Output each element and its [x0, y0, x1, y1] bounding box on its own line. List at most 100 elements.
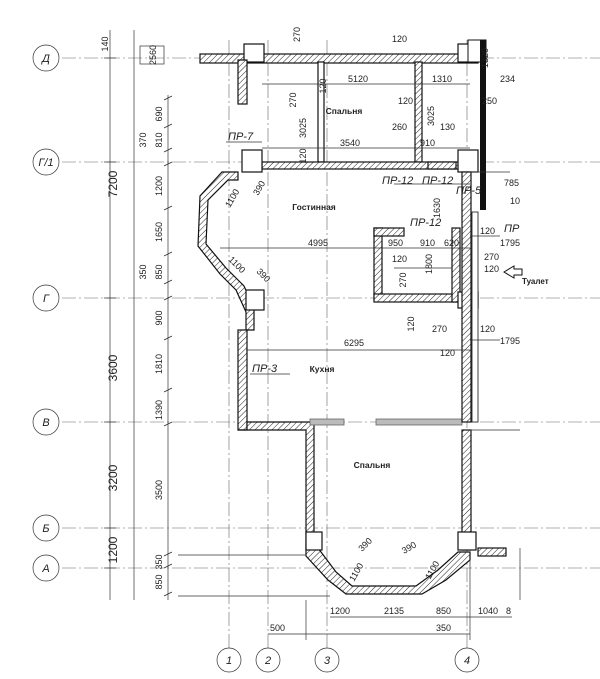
axis-bubble-V	[32, 408, 60, 436]
svg-text:6295: 6295	[344, 338, 364, 348]
room-bedroom-bottom: Спальня	[354, 460, 391, 470]
svg-text:950: 950	[388, 238, 403, 248]
svg-text:910: 910	[420, 138, 435, 148]
mark-pr3: ПР-3	[252, 363, 278, 375]
svg-text:850: 850	[154, 574, 164, 589]
svg-text:350: 350	[436, 623, 451, 633]
svg-text:1650: 1650	[154, 222, 164, 242]
mark-pr7: ПР-7	[228, 131, 254, 143]
axis-bubble-G	[32, 284, 60, 312]
axis-label-3: 3	[324, 655, 331, 667]
toilet-arrow-icon	[503, 265, 523, 279]
axis-bubble-B	[32, 514, 60, 542]
svg-text:350: 350	[154, 554, 164, 569]
svg-text:370: 370	[138, 132, 148, 147]
svg-text:8: 8	[506, 606, 511, 616]
axis-label-G1: Г/1	[38, 157, 53, 169]
opening-marks: ПР-7 ПР-12 ПР-12 ПР-5 ПР-12 ПР ПР-3	[226, 131, 520, 375]
axis-bubble-G1	[32, 148, 60, 176]
dim-3200: 3200	[106, 464, 120, 491]
svg-text:270: 270	[292, 27, 302, 42]
svg-text:690: 690	[154, 106, 164, 121]
svg-text:1040: 1040	[478, 606, 498, 616]
svg-text:350: 350	[138, 264, 148, 279]
svg-text:390: 390	[400, 540, 418, 556]
svg-text:1630: 1630	[432, 198, 442, 218]
dim-7200: 7200	[106, 170, 120, 197]
axis-label-2: 2	[264, 655, 271, 667]
axis-bubble-1	[216, 647, 242, 673]
svg-text:3540: 3540	[340, 138, 360, 148]
axis-label-D: Д	[40, 53, 50, 65]
room-labels: Спальня Гостинная Кухня Спальня Туалет	[292, 106, 548, 470]
svg-text:270: 270	[398, 272, 408, 287]
svg-text:120: 120	[298, 148, 308, 163]
svg-text:270: 270	[288, 92, 298, 107]
svg-text:390: 390	[255, 266, 273, 284]
svg-text:1795: 1795	[500, 238, 520, 248]
mark-pr12-c: ПР-12	[410, 217, 441, 229]
axis-label-A: А	[41, 563, 49, 575]
svg-text:234: 234	[500, 74, 515, 84]
svg-text:4995: 4995	[308, 238, 328, 248]
guide-lines	[178, 171, 521, 640]
room-toilet: Туалет	[522, 277, 549, 286]
svg-text:120: 120	[392, 254, 407, 264]
svg-text:120: 120	[318, 78, 328, 93]
axis-bubble-3	[314, 647, 340, 673]
svg-text:1390: 1390	[154, 400, 164, 420]
svg-text:785: 785	[504, 178, 519, 188]
svg-text:1310: 1310	[432, 74, 452, 84]
dim-3600: 3600	[106, 354, 120, 381]
svg-text:10: 10	[510, 196, 520, 206]
svg-text:1200: 1200	[154, 176, 164, 196]
svg-text:120: 120	[406, 316, 416, 331]
svg-text:1795: 1795	[500, 336, 520, 346]
svg-text:120: 120	[392, 34, 407, 44]
svg-text:1320: 1320	[480, 48, 490, 68]
room-living: Гостинная	[292, 202, 336, 212]
axis-label-G: Г	[43, 293, 50, 305]
svg-text:3025: 3025	[426, 106, 436, 126]
mark-pr12-a: ПР-12	[382, 175, 413, 187]
svg-text:120: 120	[480, 324, 495, 334]
interior-dimension-lines	[220, 83, 512, 635]
mark-pr12-b: ПР-12	[422, 175, 453, 187]
row-axis-markers: Д Г/1 Г В Б А	[32, 44, 60, 582]
svg-text:260: 260	[392, 122, 407, 132]
svg-text:120: 120	[440, 348, 455, 358]
svg-text:850: 850	[154, 264, 164, 279]
walls	[197, 39, 507, 595]
dim-140: 140	[100, 36, 110, 51]
svg-text:1810: 1810	[154, 354, 164, 374]
axis-bubble-A	[32, 554, 60, 582]
svg-text:1100: 1100	[347, 561, 365, 583]
svg-text:390: 390	[356, 536, 374, 554]
axis-label-1: 1	[226, 655, 232, 667]
svg-text:2135: 2135	[384, 606, 404, 616]
mark-pr: ПР	[504, 223, 520, 235]
svg-text:390: 390	[251, 179, 267, 197]
svg-text:130: 130	[440, 122, 455, 132]
axis-bubble-4	[454, 647, 480, 673]
svg-text:1800: 1800	[424, 254, 434, 274]
room-bedroom-top: Спальня	[326, 106, 363, 116]
svg-text:900: 900	[154, 310, 164, 325]
svg-text:120: 120	[484, 264, 499, 274]
svg-text:5120: 5120	[348, 74, 368, 84]
axis-bubble-2	[255, 647, 281, 673]
svg-text:810: 810	[154, 132, 164, 147]
svg-text:120: 120	[398, 96, 413, 106]
svg-text:1100: 1100	[223, 187, 241, 209]
dim-2560: 2560	[148, 45, 158, 65]
svg-text:850: 850	[436, 606, 451, 616]
column-axis-markers: 1 2 3 4	[216, 647, 480, 673]
svg-text:910: 910	[420, 238, 435, 248]
svg-text:120: 120	[480, 226, 495, 236]
left-dimension-chains: 7200 3600 3200 1200 690 810 370 1200 165…	[100, 30, 173, 600]
mark-pr5: ПР-5	[456, 185, 482, 197]
svg-text:500: 500	[270, 623, 285, 633]
svg-text:620: 620	[444, 238, 459, 248]
svg-text:1200: 1200	[330, 606, 350, 616]
svg-text:270: 270	[432, 324, 447, 334]
